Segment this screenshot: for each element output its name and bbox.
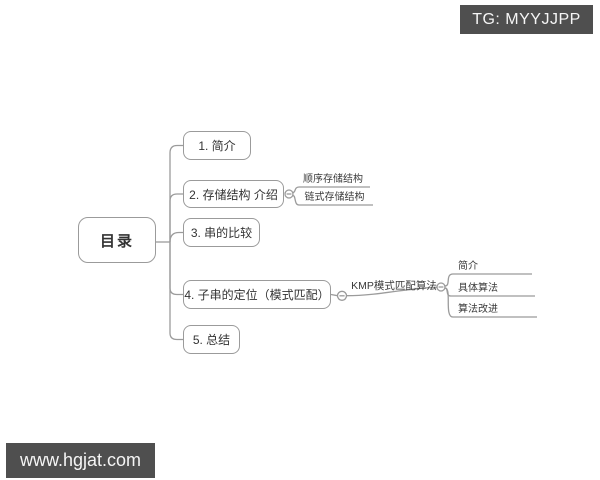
node-substring-locate[interactable]: 4. 子串的定位（模式匹配）	[183, 280, 331, 309]
node-intro[interactable]: 1. 简介	[183, 131, 251, 160]
connector-kmp-to-improve	[444, 287, 537, 318]
leaf-kmp-concrete-algorithm[interactable]: 具体算法	[458, 283, 498, 294]
node-string-compare[interactable]: 3. 串的比较	[183, 218, 260, 247]
collapse-icon-kmp[interactable]	[436, 282, 446, 292]
connector-root-to-node4	[169, 242, 183, 296]
collapse-icon-node4[interactable]	[336, 290, 348, 301]
watermark-website-badge: www.hgjat.com	[6, 443, 155, 478]
leaf-kmp-algorithm[interactable]: KMP模式匹配算法	[351, 280, 437, 292]
watermark-telegram-badge: TG: MYYJJPP	[460, 5, 593, 34]
connector-node2-to-sequential	[292, 186, 370, 194]
node-summary[interactable]: 5. 总结	[183, 325, 240, 354]
connector-root-to-node5	[169, 242, 183, 341]
connector-root-to-node1	[169, 144, 183, 242]
connector-node4-to-kmp	[346, 286, 438, 297]
leaf-kmp-intro[interactable]: 简介	[458, 261, 478, 272]
connector-kmp-to-intro	[444, 273, 532, 287]
leaf-sequential-storage[interactable]: 顺序存储结构	[303, 174, 363, 185]
leaf-kmp-improvement[interactable]: 算法改进	[458, 304, 498, 315]
connector-root-to-node2	[169, 193, 183, 242]
connector-root-to-node3	[169, 231, 183, 243]
leaf-chained-storage[interactable]: 链式存储结构	[304, 192, 365, 203]
connector-node2-to-chained	[292, 194, 373, 206]
collapse-icon-node2[interactable]	[284, 189, 294, 199]
node-storage-structure[interactable]: 2. 存储结构 介绍	[183, 180, 284, 208]
node-root-toc[interactable]: 目录	[78, 217, 156, 263]
connector-node4-stub	[330, 293, 338, 297]
